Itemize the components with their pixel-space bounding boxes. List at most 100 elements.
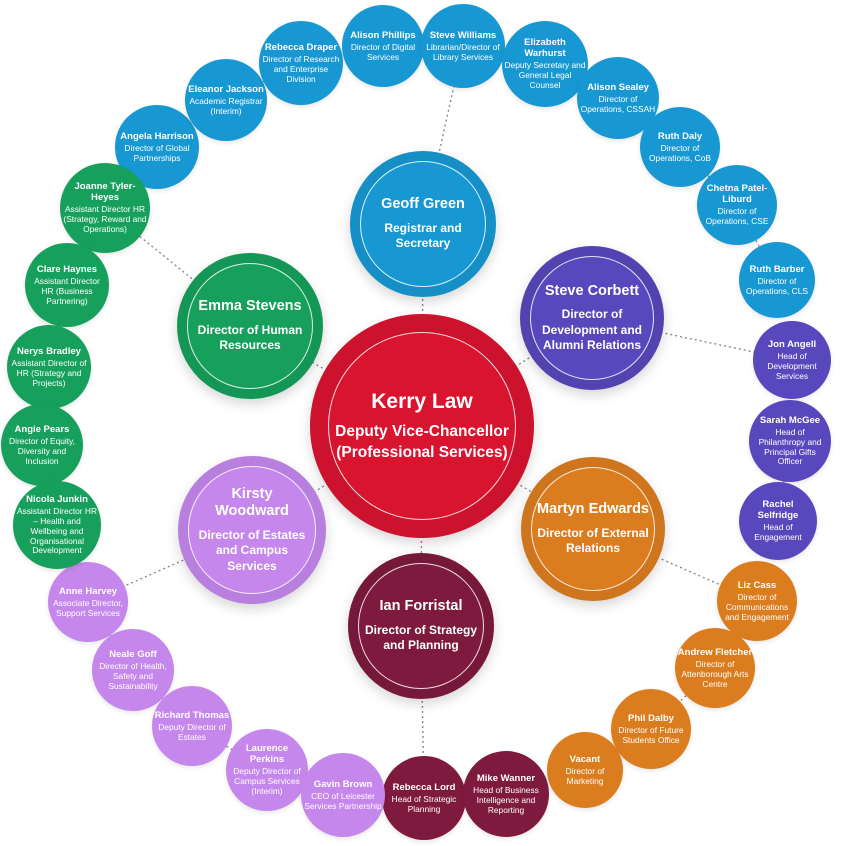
person-name: Jon Angell bbox=[767, 338, 817, 350]
person-title: Assistant Director HR – Health and Wellb… bbox=[16, 506, 98, 556]
person-title: Director of Equity, Diversity and Inclus… bbox=[9, 435, 75, 466]
person-name: Phil Dalby bbox=[628, 712, 674, 724]
person-name: Richard Thomas bbox=[154, 709, 230, 721]
person-name: Angela Harrison bbox=[120, 130, 194, 142]
person-title: Deputy Vice-Chancellor (Professional Ser… bbox=[335, 423, 509, 461]
person-title: Director of Operations, CoB bbox=[649, 142, 711, 163]
person-name: Rachel Selfridge bbox=[757, 498, 799, 522]
person-name: Kirsty Woodward bbox=[215, 486, 289, 520]
person-title: Head of Engagement bbox=[754, 522, 802, 543]
person-title: CEO of Leicester Services Partnership bbox=[304, 790, 382, 811]
person-name: Rebecca Lord bbox=[392, 781, 456, 793]
person-title: Deputy Secretary and General Legal Couns… bbox=[504, 60, 586, 91]
person-title: Director of Global Partnerships bbox=[124, 142, 190, 163]
person-name: Ian Forristal bbox=[379, 598, 463, 615]
person-title: Director of Digital Services bbox=[350, 41, 416, 62]
person-name: Geoff Green bbox=[381, 196, 465, 213]
person-name: Alison Sealey bbox=[587, 81, 649, 93]
person-name: Eleanor Jackson bbox=[188, 83, 264, 95]
person-title: Director of Strategy and Planning bbox=[364, 622, 478, 653]
person-name: Joanne Tyler-Heyes bbox=[74, 181, 136, 204]
person-name: Ruth Barber bbox=[749, 263, 805, 275]
person-name: Mike Wanner bbox=[476, 772, 536, 784]
person-title: Head of Strategic Planning bbox=[391, 793, 457, 814]
person-title: Director of Health, Safety and Sustainab… bbox=[99, 660, 167, 691]
person-name: Steve Williams bbox=[429, 29, 497, 41]
person-title: Director of Operations, CSE bbox=[705, 206, 769, 227]
person-title: Librarian/Director of Library Services bbox=[426, 41, 500, 62]
person-title: Director of Marketing bbox=[565, 765, 605, 786]
person-title: Director of Research and Enterprise Divi… bbox=[262, 53, 340, 84]
person-name: Kerry Law bbox=[371, 390, 473, 414]
person-title: Director of External Relations bbox=[537, 525, 649, 556]
person-name: Vacant bbox=[569, 753, 601, 765]
person-name: Neale Goff bbox=[109, 648, 157, 660]
person-title: Director of Operations, CLS bbox=[746, 275, 808, 296]
person-title: Registrar and Secretary bbox=[384, 220, 462, 251]
person-title: Academic Registrar (Interim) bbox=[189, 95, 263, 116]
person-name: Clare Haynes bbox=[36, 263, 98, 275]
person-name: Martyn Edwards bbox=[537, 501, 649, 518]
person-name: Ruth Daly bbox=[657, 130, 703, 142]
person-title: Director of Operations, CSSAH bbox=[580, 93, 656, 114]
person-name: Sarah McGee bbox=[759, 414, 821, 426]
person-title: Director of Attenborough Arts Centre bbox=[681, 658, 749, 689]
person-name: Gavin Brown bbox=[313, 778, 373, 790]
person-name: Elizabeth Warhurst bbox=[524, 37, 566, 60]
person-name: Alison Phillips bbox=[350, 29, 416, 41]
person-title: Assistant Director HR (Business Partneri… bbox=[34, 275, 100, 306]
person-name: Laurence Perkins bbox=[245, 743, 289, 766]
person-title: Deputy Director of Estates bbox=[158, 721, 226, 742]
person-name: Andrew Fletcher bbox=[677, 646, 753, 658]
person-name: Angie Pears bbox=[14, 423, 70, 435]
person-name: Steve Corbett bbox=[544, 282, 640, 299]
person-title: Director of Communications and Engagemen… bbox=[725, 591, 789, 622]
person-name: Nicola Junkin bbox=[26, 493, 88, 505]
person-title: Director of Estates and Campus Services bbox=[198, 527, 306, 573]
person-title: Director of Development and Alumni Relat… bbox=[541, 307, 643, 352]
person-name: Emma Stevens bbox=[198, 298, 302, 315]
person-name: Chetna Patel-Liburd bbox=[706, 182, 768, 206]
person-title: Associate Director, Support Services bbox=[53, 597, 123, 618]
person-title: Assistant Director HR (Strategy, Reward … bbox=[63, 204, 147, 235]
person-name: Anne Harvey bbox=[58, 585, 118, 597]
person-title: Head of Development Services bbox=[767, 350, 817, 381]
person-title: Assistant Director of HR (Strategy and P… bbox=[11, 357, 87, 388]
person-name: Liz Cass bbox=[737, 579, 777, 591]
person-title: Director of Future Students Office bbox=[618, 724, 684, 745]
